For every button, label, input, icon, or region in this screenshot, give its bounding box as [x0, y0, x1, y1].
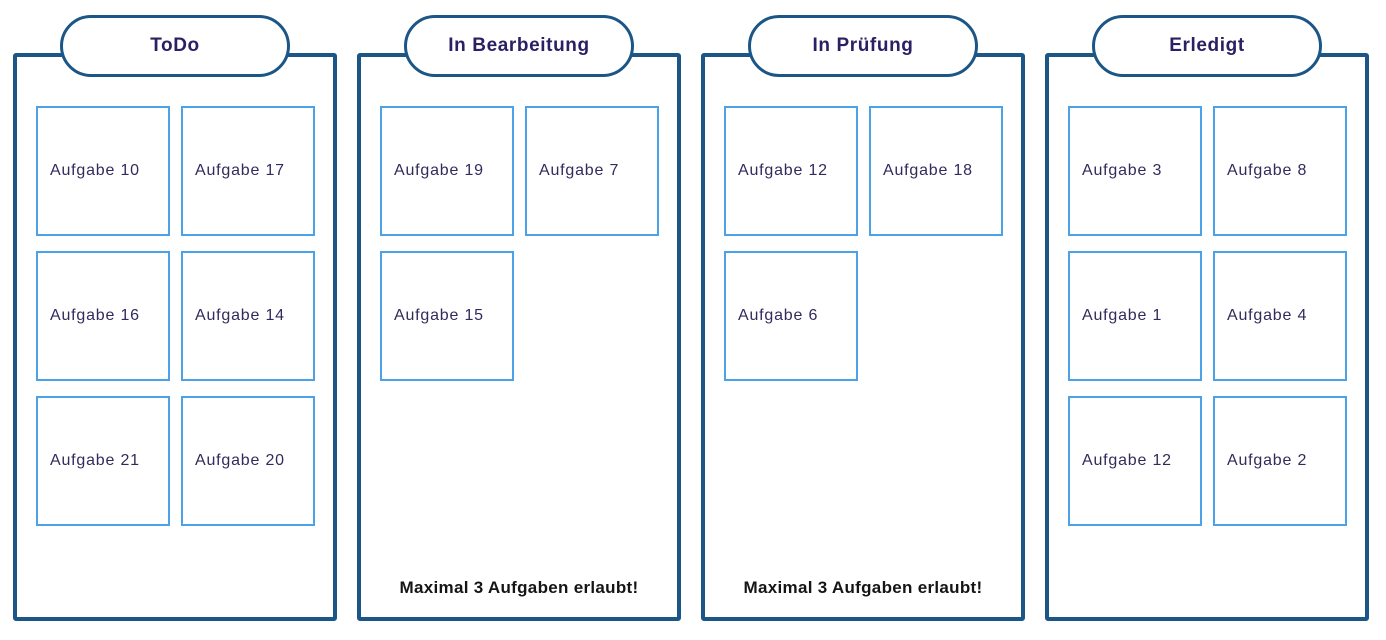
column-title: In Prüfung — [812, 35, 914, 56]
task-card[interactable]: Aufgabe 10 — [36, 106, 170, 236]
column-header-pill: ToDo — [60, 15, 290, 77]
column-header-pill: In Bearbeitung — [404, 15, 634, 77]
task-card-label: Aufgabe 21 — [50, 452, 140, 469]
task-card[interactable]: Aufgabe 21 — [36, 396, 170, 526]
wip-limit-note: Maximal 3 Aufgaben erlaubt! — [743, 578, 983, 597]
card-list: Aufgabe 12 Aufgabe 18 Aufgabe 6 — [724, 106, 1003, 381]
task-card[interactable]: Aufgabe 16 — [36, 251, 170, 381]
task-card-label: Aufgabe 18 — [883, 162, 973, 179]
card-list: Aufgabe 3 Aufgabe 8 Aufgabe 1 Aufgabe 4 … — [1068, 106, 1347, 526]
column-title: Erledigt — [1169, 35, 1245, 56]
task-card-label: Aufgabe 4 — [1227, 307, 1308, 324]
column-title: ToDo — [150, 35, 200, 56]
task-card[interactable]: Aufgabe 6 — [724, 251, 858, 381]
task-card-label: Aufgabe 12 — [1082, 452, 1172, 469]
task-card[interactable]: Aufgabe 18 — [869, 106, 1003, 236]
wip-limit-note: Maximal 3 Aufgaben erlaubt! — [399, 578, 639, 597]
task-card-label: Aufgabe 14 — [195, 307, 285, 324]
task-card-label: Aufgabe 1 — [1082, 307, 1163, 324]
task-card[interactable]: Aufgabe 12 — [724, 106, 858, 236]
task-card[interactable]: Aufgabe 4 — [1213, 251, 1347, 381]
task-card[interactable]: Aufgabe 19 — [380, 106, 514, 236]
task-card-label: Aufgabe 17 — [195, 162, 285, 179]
task-card-label: Aufgabe 12 — [738, 162, 828, 179]
task-card-label: Aufgabe 8 — [1227, 162, 1308, 179]
task-card[interactable]: Aufgabe 3 — [1068, 106, 1202, 236]
task-card[interactable]: Aufgabe 12 — [1068, 396, 1202, 526]
column-header-pill: In Prüfung — [748, 15, 978, 77]
kanban-column: In Bearbeitung Aufgabe 19 Aufgabe 7 Aufg… — [357, 15, 681, 621]
column-header-pill: Erledigt — [1092, 15, 1322, 77]
task-card[interactable]: Aufgabe 1 — [1068, 251, 1202, 381]
task-card-label: Aufgabe 19 — [394, 162, 484, 179]
task-card[interactable]: Aufgabe 15 — [380, 251, 514, 381]
task-card-label: Aufgabe 15 — [394, 307, 484, 324]
task-card[interactable]: Aufgabe 7 — [525, 106, 659, 236]
card-list: Aufgabe 10 Aufgabe 17 Aufgabe 16 Aufgabe… — [36, 106, 315, 526]
task-card-label: Aufgabe 2 — [1227, 452, 1308, 469]
task-card[interactable]: Aufgabe 17 — [181, 106, 315, 236]
kanban-column: In Prüfung Aufgabe 12 Aufgabe 18 Aufgabe… — [701, 15, 1025, 621]
task-card-label: Aufgabe 6 — [738, 307, 819, 324]
kanban-column: Erledigt Aufgabe 3 Aufgabe 8 Aufgabe 1 A… — [1045, 15, 1369, 621]
task-card-label: Aufgabe 7 — [539, 162, 620, 179]
column-title: In Bearbeitung — [448, 35, 590, 56]
task-card-label: Aufgabe 3 — [1082, 162, 1163, 179]
task-card[interactable]: Aufgabe 8 — [1213, 106, 1347, 236]
task-card-label: Aufgabe 20 — [195, 452, 285, 469]
task-card[interactable]: Aufgabe 14 — [181, 251, 315, 381]
kanban-column: ToDo Aufgabe 10 Aufgabe 17 Aufgabe 16 Au… — [13, 15, 337, 621]
task-card[interactable]: Aufgabe 20 — [181, 396, 315, 526]
card-list: Aufgabe 19 Aufgabe 7 Aufgabe 15 — [380, 106, 659, 381]
task-card-label: Aufgabe 16 — [50, 307, 140, 324]
task-card[interactable]: Aufgabe 2 — [1213, 396, 1347, 526]
task-card-label: Aufgabe 10 — [50, 162, 140, 179]
